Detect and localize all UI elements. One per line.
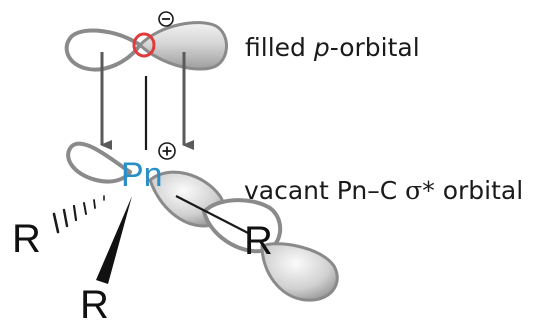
- pn-atom-label: Pn: [121, 156, 163, 194]
- filled-label-italic: p: [313, 33, 330, 62]
- r-right-atom-label: R: [244, 219, 273, 263]
- solid-wedge-bond-bottom: [96, 196, 132, 284]
- r-orbital-shaded-lobe: [260, 242, 339, 302]
- hashed-wedge-bond-left: [52, 195, 105, 234]
- bond-pn-r-right: [175, 195, 251, 235]
- filled-label-suffix: -orbital: [330, 33, 420, 62]
- sigma-star-back-lobe: [66, 141, 132, 184]
- oxygen-negative-charge-icon: [158, 11, 174, 27]
- vacant-label-sigma: σ: [405, 176, 422, 205]
- p-orbital-left-lobe: [64, 28, 142, 72]
- r-left-atom-label: R: [12, 217, 41, 261]
- filled-label-prefix: filled: [245, 33, 314, 62]
- pn-positive-charge-icon: [158, 142, 176, 160]
- donation-arrows: [100, 52, 194, 150]
- filled-p-orbital-label: filled p-orbital: [245, 33, 420, 62]
- r-bottom-atom-label: R: [80, 283, 109, 320]
- p-orbital-right-lobe: [138, 21, 228, 71]
- vacant-label-suffix: * orbital: [422, 176, 523, 205]
- filled-p-orbital: [64, 11, 228, 72]
- vacant-sigma-star-orbital: [66, 141, 339, 302]
- vacant-label-prefix: vacant Pn–C: [244, 176, 405, 205]
- vacant-sigma-star-label: vacant Pn–C σ* orbital: [244, 176, 523, 205]
- oxygen-atom-ring: [132, 32, 156, 58]
- pn-bonds: [52, 195, 251, 284]
- r-orbital-outline-lobe: [202, 198, 282, 254]
